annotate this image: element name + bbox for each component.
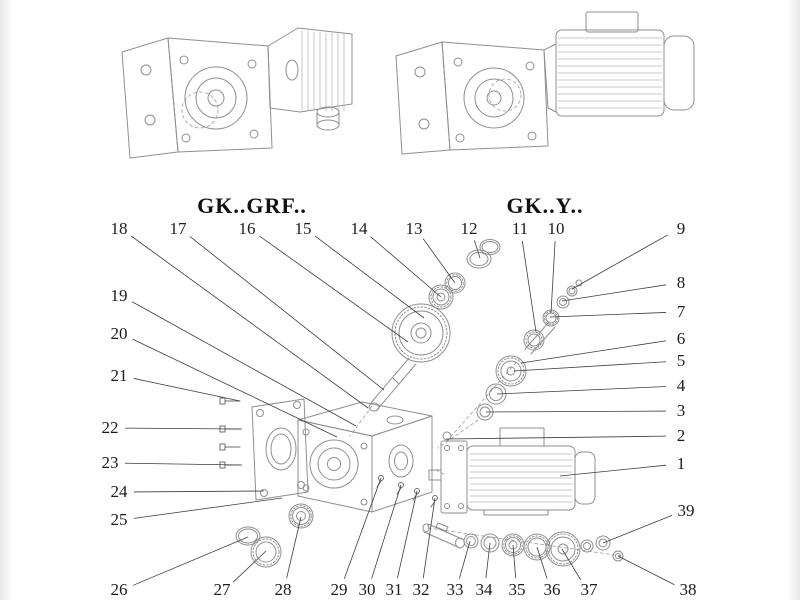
leader-line-11 [521, 240, 537, 333]
part-number-16: 16 [238, 219, 256, 238]
part-number-12: 12 [460, 219, 478, 238]
part-number-34: 34 [475, 580, 493, 599]
leader-line-38 [617, 555, 675, 586]
part-number-10: 10 [547, 219, 565, 238]
leader-line-37 [561, 548, 582, 581]
upper-bearings-drawing [428, 239, 501, 310]
leader-line-5 [513, 361, 667, 372]
part-number-4: 4 [676, 376, 686, 395]
leader-line-12 [473, 240, 481, 259]
part-number-36: 36 [543, 580, 561, 599]
housing-drawing [297, 401, 433, 513]
part-number-13: 13 [405, 219, 423, 238]
leader-line-31 [397, 490, 418, 579]
leader-line-29 [343, 477, 382, 579]
leader-line-17 [189, 236, 385, 391]
part-number-29: 29 [330, 580, 348, 599]
leader-line-4 [496, 386, 667, 395]
part-number-33: 33 [446, 580, 464, 599]
motor-flange-bolts-drawing [376, 475, 438, 508]
input-pinion-drawing [447, 279, 583, 441]
part-number-6: 6 [676, 329, 686, 348]
leader-line-26 [132, 536, 249, 586]
part-number-9: 9 [676, 219, 686, 238]
leader-line-6 [520, 340, 667, 364]
leader-line-19 [131, 301, 357, 427]
leader-line-3 [485, 410, 667, 413]
leader-line-7 [549, 312, 667, 318]
motor-drawing [428, 427, 596, 516]
leader-line-30 [371, 484, 402, 579]
leader-line-1 [559, 464, 667, 477]
leader-line-23 [124, 462, 243, 466]
part-number-20: 20 [110, 324, 128, 343]
leader-line-8 [561, 284, 667, 302]
part-number-21: 21 [110, 366, 128, 385]
leader-line-24 [133, 490, 265, 493]
part-number-11: 11 [511, 219, 529, 238]
part-number-23: 23 [101, 453, 119, 472]
leader-line-35 [512, 544, 517, 579]
leader-line-16 [259, 235, 409, 343]
leader-line-2 [445, 435, 667, 440]
part-number-24: 24 [110, 482, 128, 501]
part-number-14: 14 [350, 219, 368, 238]
flange-bolts-drawing [219, 397, 241, 469]
seal-rings-drawing [235, 503, 314, 568]
part-number-15: 15 [294, 219, 312, 238]
assembled-y-drawing [395, 11, 695, 155]
part-number-37: 37 [580, 580, 598, 599]
part-number-19: 19 [110, 286, 128, 305]
part-number-27: 27 [213, 580, 231, 599]
gear-shaft-drawing [349, 303, 451, 437]
part-number-17: 17 [169, 219, 187, 238]
leader-line-15 [314, 235, 425, 319]
part-number-18: 18 [110, 219, 128, 238]
leader-line-25 [133, 497, 283, 519]
part-number-39: 39 [677, 501, 695, 520]
part-number-31: 31 [385, 580, 403, 599]
leader-line-33 [459, 540, 471, 579]
part-number-2: 2 [676, 426, 686, 445]
leader-lines-layer [124, 234, 675, 586]
leader-line-9 [571, 234, 669, 290]
part-number-35: 35 [508, 580, 526, 599]
part-number-32: 32 [412, 580, 430, 599]
model-label-grf: GK..GRF.. [197, 193, 307, 218]
leader-line-18 [130, 235, 369, 409]
part-number-5: 5 [676, 351, 686, 370]
leader-line-13 [422, 238, 456, 284]
part-number-38: 38 [679, 580, 697, 599]
part-number-3: 3 [676, 401, 686, 420]
leader-line-32 [422, 497, 436, 579]
part-number-1: 1 [676, 454, 686, 473]
model-label-y: GK..Y.. [506, 193, 584, 218]
assembled-grf-drawing [121, 27, 353, 159]
leader-line-22 [124, 427, 243, 430]
part-number-28: 28 [274, 580, 292, 599]
flange-plate-drawing [251, 398, 309, 501]
leader-line-36 [536, 546, 548, 579]
part-number-26: 26 [110, 580, 128, 599]
exploded-view [219, 239, 624, 568]
leader-line-27 [232, 550, 267, 583]
leader-line-20 [132, 338, 338, 438]
part-number-8: 8 [676, 273, 686, 292]
second-gear-drawing [437, 355, 527, 449]
output-shaft-drawing [422, 522, 624, 567]
leader-line-10 [550, 240, 556, 314]
leader-line-39 [602, 514, 673, 544]
part-number-7: 7 [676, 302, 686, 321]
leader-line-14 [370, 236, 442, 298]
part-number-25: 25 [110, 510, 128, 529]
part-number-30: 30 [358, 580, 376, 599]
leader-line-28 [286, 516, 302, 579]
leader-line-34 [485, 542, 491, 579]
leader-line-21 [133, 378, 241, 402]
part-number-22: 22 [101, 418, 119, 437]
